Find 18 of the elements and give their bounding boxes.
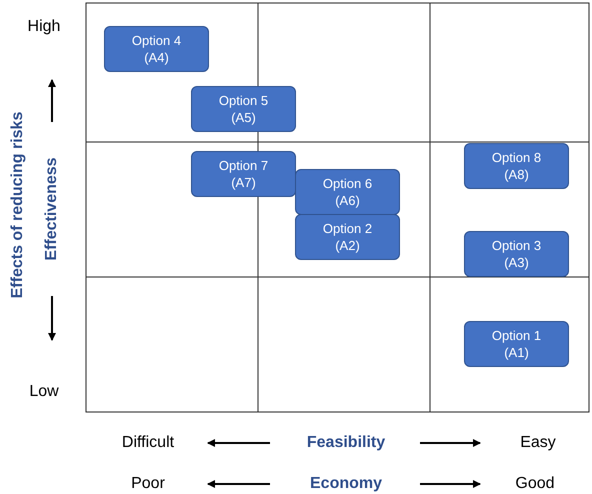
option-box: Option 7 (A7): [191, 151, 296, 197]
axis-title: Effectiveness: [43, 157, 61, 261]
axis-title: Feasibility: [306, 434, 386, 452]
axis-label: High: [28, 18, 60, 36]
axis-label: Poor: [131, 475, 165, 493]
axis-label: Low: [29, 383, 59, 401]
axis-title: Effects of reducing risks: [9, 112, 27, 298]
option-box: Option 3 (A3): [464, 231, 569, 277]
option-box: Option 2 (A2): [295, 214, 400, 260]
option-box: Option 8 (A8): [464, 143, 569, 189]
axis-title: Economy: [310, 475, 382, 493]
axis-label: Difficult: [122, 434, 174, 452]
option-box: Option 1 (A1): [464, 321, 569, 367]
option-box: Option 4 (A4): [104, 26, 209, 72]
option-box: Option 5 (A5): [191, 86, 296, 132]
option-box: Option 6 (A6): [295, 169, 400, 215]
axis-label: Easy: [520, 434, 556, 452]
axis-label: Good: [515, 475, 555, 493]
